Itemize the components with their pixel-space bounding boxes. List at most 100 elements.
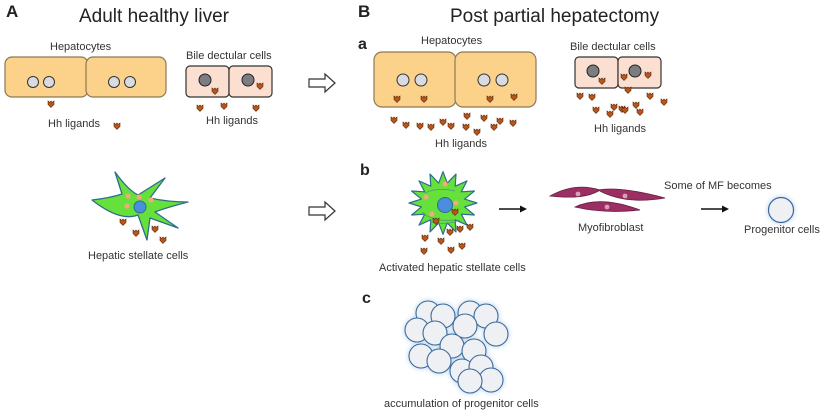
hh-ligand-icon: [456, 225, 464, 233]
hh-ligand-icon: [446, 228, 454, 236]
hh-ligand-icon: [473, 128, 481, 136]
progenitor-cell: [457, 368, 483, 394]
panel-a-hepatocyte-ligands-label: Hh ligands: [48, 118, 100, 130]
hh-ligand-icon: [113, 122, 121, 130]
arrow-to-progenitor: [701, 205, 729, 213]
bile-nucleus: [586, 64, 600, 78]
hh-ligand-icon: [636, 108, 644, 116]
myofibroblast-cell: [596, 188, 666, 201]
bile-nucleus: [198, 73, 212, 87]
hh-ligand-icon: [402, 121, 410, 129]
hh-ligand-icon: [621, 106, 629, 114]
progenitor-cell: [478, 367, 504, 393]
myofibroblast-cell: [548, 186, 601, 198]
hh-ligand-icon: [496, 117, 504, 125]
hh-ligand-icon: [610, 103, 618, 111]
hh-ligand-icon: [393, 95, 401, 103]
stellate-nucleus: [133, 200, 147, 214]
hepatocyte-nucleus: [477, 73, 491, 87]
panel-a-hepatocytes: [4, 56, 167, 98]
hepatocyte-nucleus: [495, 73, 509, 87]
hepatic-stellate-cell: [91, 171, 189, 241]
panel-a-stellate-label: Hepatic stellate cells: [88, 250, 189, 262]
hh-ligand-icon: [588, 93, 596, 101]
hepatocyte-nucleus: [27, 76, 39, 88]
hh-ligand-icon: [159, 236, 167, 244]
hh-ligand-icon: [252, 104, 260, 112]
lipid-droplet: [125, 193, 131, 199]
panel-b-hepatocytes-label: Hepatocytes: [421, 35, 483, 47]
hh-ligand-icon: [646, 92, 654, 100]
hepatocyte-nucleus: [108, 76, 120, 88]
lipid-droplet: [429, 211, 435, 217]
panel-b-sub-c-letter: c: [362, 290, 371, 307]
progenitor-cell: [422, 320, 448, 346]
panel-b-letter: B: [358, 2, 371, 21]
transition-arrow: [308, 200, 336, 222]
myofibroblast-nucleus: [604, 204, 610, 210]
lipid-droplet: [453, 200, 459, 206]
hepatocyte-nucleus: [414, 73, 428, 87]
hepatocyte-nucleus: [396, 73, 410, 87]
hh-ligand-icon: [462, 123, 470, 131]
hh-ligand-icon: [486, 95, 494, 103]
lipid-droplet: [423, 194, 429, 200]
hh-ligand-icon: [390, 116, 398, 124]
hh-ligands: [47, 71, 668, 255]
myofibroblast-nucleus: [575, 191, 581, 197]
hh-ligand-icon: [576, 92, 584, 100]
activated-stellate-cell: [408, 171, 478, 235]
hh-ligand-icon: [598, 77, 606, 85]
panel-b-bile-cells: [574, 56, 662, 89]
hh-ligand-icon: [132, 229, 140, 237]
hh-ligand-icon: [592, 106, 600, 114]
hh-ligand-icon: [256, 82, 264, 90]
progenitor-cell: [767, 196, 795, 224]
hh-ligand-icon: [447, 122, 455, 130]
panel-a-hepatocytes-label: Hepatocytes: [50, 41, 112, 53]
activated-stellate-nucleus: [437, 197, 453, 213]
progenitor-cell: [483, 321, 509, 347]
hh-ligand-icon: [451, 208, 459, 216]
hh-ligand-icon: [632, 101, 640, 109]
hh-ligand-icon: [490, 123, 498, 131]
panel-b-hepatocytes: [373, 51, 537, 108]
panel-a-letter: A: [6, 2, 19, 21]
hh-ligand-icon: [510, 93, 518, 101]
hepatocyte-cell: [85, 56, 167, 98]
hh-ligand-icon: [509, 119, 517, 127]
panel-b-sub-b-letter: b: [360, 162, 370, 179]
panel-b-sub-a-letter: a: [358, 36, 367, 53]
progenitor-cell: [426, 348, 452, 374]
myofibroblast-label: Myofibroblast: [578, 222, 644, 234]
hh-ligand-icon: [119, 218, 127, 226]
hh-ligand-icon: [196, 104, 204, 112]
hh-ligand-icon: [437, 237, 445, 245]
hh-ligand-icon: [466, 223, 474, 231]
activated-stellate-label: Activated hepatic stellate cells: [379, 262, 526, 274]
myofibroblasts: [548, 186, 666, 212]
hepatocyte-cell: [454, 51, 537, 108]
accumulation-label: accumulation of progenitor cells: [384, 398, 539, 410]
panel-b-hepatocyte-ligands-label: Hh ligands: [435, 138, 487, 150]
lipid-droplet: [148, 197, 154, 203]
bile-nucleus: [628, 64, 642, 78]
panel-a-bile-label: Bile dectular cells: [186, 50, 272, 62]
hh-ligand-icon: [480, 114, 488, 122]
hh-ligand-icon: [439, 118, 447, 126]
panel-a-bile-cells: [185, 65, 273, 98]
hh-ligand-icon: [211, 87, 219, 95]
hh-ligand-icon: [432, 217, 440, 225]
hh-ligand-icon: [47, 100, 55, 108]
hh-ligand-icon: [606, 110, 614, 118]
panel-b-bile-label: Bile dectular cells: [570, 41, 656, 53]
panel-b-bile-ligands-label: Hh ligands: [594, 123, 646, 135]
hh-ligand-icon: [416, 122, 424, 130]
panel-a-bile-ligands-label: Hh ligands: [206, 115, 258, 127]
hh-ligand-icon: [421, 234, 429, 242]
transition-arrow: [308, 72, 336, 94]
lipid-droplet: [442, 181, 448, 187]
hh-ligand-icon: [420, 95, 428, 103]
lipid-droplet: [124, 203, 130, 209]
